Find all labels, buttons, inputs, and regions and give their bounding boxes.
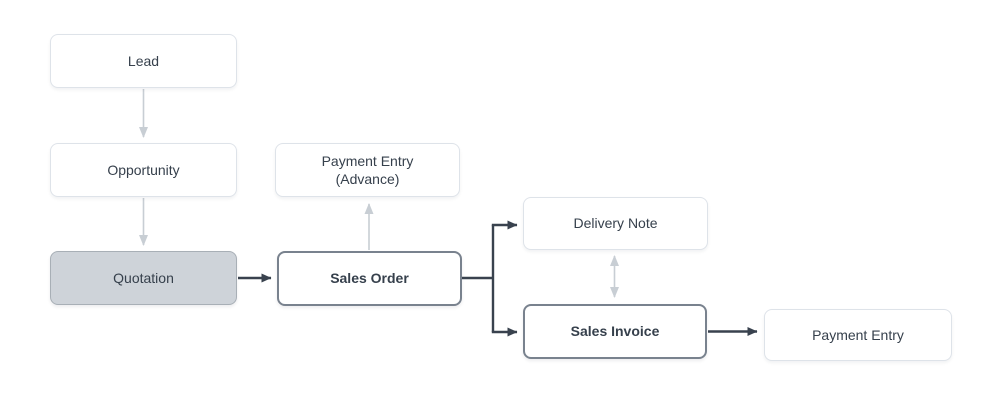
node-sales-order-label: Sales Order bbox=[330, 270, 409, 287]
node-quotation-label: Quotation bbox=[113, 269, 174, 286]
node-payment-entry-advance-line1: Payment Entry bbox=[321, 152, 414, 169]
node-payment-entry-advance: Payment Entry (Advance) bbox=[275, 143, 460, 197]
node-delivery-note: Delivery Note bbox=[523, 197, 708, 250]
node-opportunity-label: Opportunity bbox=[107, 161, 180, 178]
node-sales-order: Sales Order bbox=[277, 251, 462, 306]
node-payment-entry-advance-line2: (Advance) bbox=[335, 171, 400, 187]
node-lead: Lead bbox=[50, 34, 237, 88]
edge-sales-order-branch bbox=[462, 225, 495, 332]
node-opportunity: Opportunity bbox=[50, 143, 237, 197]
node-delivery-note-label: Delivery Note bbox=[573, 215, 658, 232]
node-payment-entry: Payment Entry bbox=[764, 309, 952, 361]
node-payment-entry-label: Payment Entry bbox=[812, 326, 904, 343]
node-sales-invoice-label: Sales Invoice bbox=[570, 323, 660, 340]
node-lead-label: Lead bbox=[127, 52, 160, 69]
node-sales-invoice: Sales Invoice bbox=[523, 304, 707, 359]
node-quotation: Quotation bbox=[50, 251, 237, 305]
